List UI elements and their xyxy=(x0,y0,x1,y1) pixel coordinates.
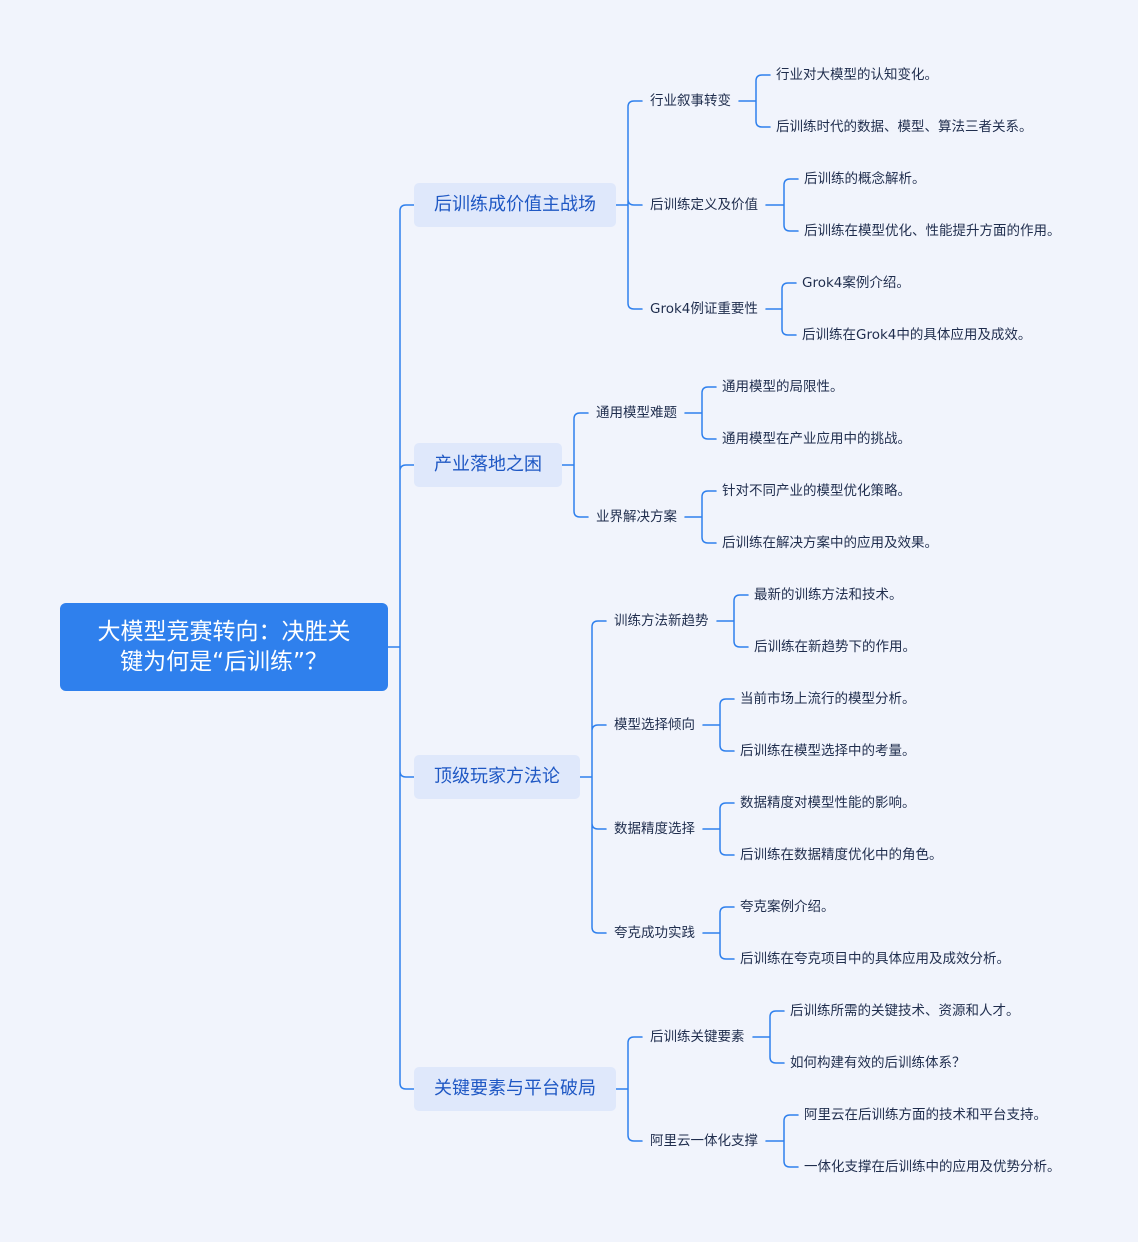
subtopic[interactable]: 阿里云一体化支撑 xyxy=(650,1133,758,1149)
detail-item[interactable]: 通用模型的局限性。 xyxy=(722,379,844,395)
subtopic[interactable]: 夸克成功实践 xyxy=(614,925,695,941)
subtopic-connector xyxy=(765,178,799,232)
subtopic[interactable]: 业界解决方案 xyxy=(596,509,677,525)
subtopic-connector xyxy=(684,490,717,544)
subtopic-connector xyxy=(765,282,797,336)
branch-topic[interactable]: 产业落地之困 xyxy=(414,443,562,487)
detail-item[interactable]: 夸克案例介绍。 xyxy=(740,899,835,915)
subtopic[interactable]: 后训练关键要素 xyxy=(650,1029,745,1045)
subtopic-connector xyxy=(702,802,735,856)
subtopic-connector xyxy=(684,386,717,440)
subtopic-connector xyxy=(702,698,735,752)
detail-item[interactable]: 后训练在模型优化、性能提升方面的作用。 xyxy=(804,223,1061,239)
branch-connector xyxy=(579,620,607,934)
detail-item[interactable]: 后训练在数据精度优化中的角色。 xyxy=(740,847,943,863)
subtopic[interactable]: Grok4例证重要性 xyxy=(650,301,758,317)
detail-item[interactable]: 一体化支撑在后训练中的应用及优势分析。 xyxy=(804,1159,1061,1175)
branch-topic[interactable]: 关键要素与平台破局 xyxy=(414,1067,616,1111)
detail-item[interactable]: 数据精度对模型性能的影响。 xyxy=(740,795,916,811)
branch-topic[interactable]: 后训练成价值主战场 xyxy=(414,183,616,227)
root-topic-line-1: 大模型竞赛转向：决胜关 xyxy=(97,619,351,645)
detail-item[interactable]: 后训练在模型选择中的考量。 xyxy=(740,743,916,759)
subtopic[interactable]: 通用模型难题 xyxy=(596,405,677,421)
detail-item[interactable]: 后训练在解决方案中的应用及效果。 xyxy=(722,535,938,551)
branch-connector xyxy=(615,1036,643,1142)
root-topic[interactable]: 大模型竞赛转向：决胜关 键为何是“后训练”？ xyxy=(60,603,388,691)
subtopic[interactable]: 后训练定义及价值 xyxy=(650,197,758,213)
subtopic-connector xyxy=(752,1010,785,1064)
detail-item[interactable]: 通用模型在产业应用中的挑战。 xyxy=(722,431,911,447)
subtopic-connector xyxy=(716,594,749,648)
branch-topic[interactable]: 顶级玩家方法论 xyxy=(414,755,580,799)
detail-item[interactable]: 后训练的概念解析。 xyxy=(804,171,926,187)
detail-item[interactable]: Grok4案例介绍。 xyxy=(802,275,910,291)
root-topic-line-2: 键为何是“后训练”？ xyxy=(120,649,328,675)
subtopic[interactable]: 数据精度选择 xyxy=(614,821,695,837)
branch-connector xyxy=(615,100,643,310)
detail-item[interactable]: 后训练在夸克项目中的具体应用及成效分析。 xyxy=(740,951,1010,967)
root-connector xyxy=(387,204,415,1090)
detail-item[interactable]: 当前市场上流行的模型分析。 xyxy=(740,691,916,707)
subtopic-connector xyxy=(738,74,771,128)
subtopic[interactable]: 行业叙事转变 xyxy=(650,93,731,109)
detail-item[interactable]: 如何构建有效的后训练体系？ xyxy=(790,1055,966,1071)
subtopic-connector xyxy=(702,906,735,960)
detail-item[interactable]: 后训练所需的关键技术、资源和人才。 xyxy=(790,1003,1020,1019)
detail-item[interactable]: 后训练时代的数据、模型、算法三者关系。 xyxy=(776,119,1033,135)
detail-item[interactable]: 行业对大模型的认知变化。 xyxy=(776,67,938,83)
detail-item[interactable]: 针对不同产业的模型优化策略。 xyxy=(722,483,911,499)
branch-connector xyxy=(561,412,589,518)
detail-item[interactable]: 后训练在Grok4中的具体应用及成效。 xyxy=(802,327,1032,343)
detail-item[interactable]: 后训练在新趋势下的作用。 xyxy=(754,639,916,655)
subtopic[interactable]: 训练方法新趋势 xyxy=(614,613,709,629)
subtopic[interactable]: 模型选择倾向 xyxy=(614,717,695,733)
detail-item[interactable]: 最新的训练方法和技术。 xyxy=(754,587,903,603)
detail-item[interactable]: 阿里云在后训练方面的技术和平台支持。 xyxy=(804,1107,1047,1123)
subtopic-connector xyxy=(765,1114,799,1168)
